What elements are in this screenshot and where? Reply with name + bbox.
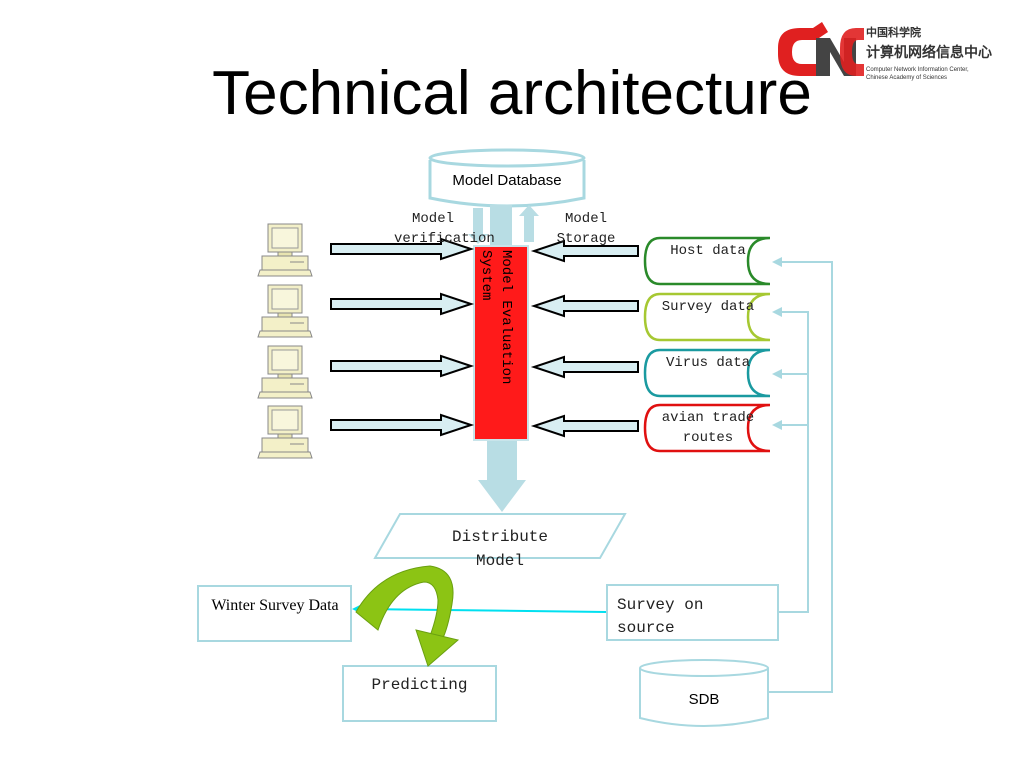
feedback-connectors — [768, 261, 833, 693]
model-verification-label: Model verification — [394, 211, 495, 247]
database-trunk — [490, 205, 512, 247]
model-evaluation-system-label-wrap: Model Evaluation System — [478, 250, 520, 440]
cnic-logo: 中国科学院 计算机网络信息中心 Computer Network Informa… — [770, 18, 1020, 88]
computer-icon — [257, 345, 313, 399]
input-arrow — [330, 293, 472, 315]
source-store-3 — [643, 403, 771, 453]
model-evaluation-system-label: Model Evaluation System — [478, 250, 514, 385]
distribute-model-shape — [373, 513, 627, 559]
survey-on-source-box — [606, 584, 779, 641]
source-store-1 — [643, 292, 771, 342]
storage-arrow — [519, 205, 539, 242]
distribute-arrow — [478, 441, 526, 512]
input-arrow — [330, 414, 472, 436]
model-storage-label: Model Storage — [556, 211, 616, 247]
sdb-label: SDB — [689, 691, 720, 708]
source-arrow — [533, 295, 639, 317]
computer-icon — [257, 405, 313, 459]
sdb-database — [639, 659, 769, 727]
source-label-0: Host data — [670, 243, 746, 259]
source-label-3: avian trade routes — [661, 410, 755, 446]
page-title: Technical architecture — [212, 59, 812, 128]
source-arrow — [533, 356, 639, 378]
verification-arrow — [468, 208, 488, 244]
computer-icon — [257, 223, 313, 277]
survey-on-source-label: Survey on source — [617, 596, 704, 637]
source-label-1: Survey data — [661, 299, 755, 315]
logo-cn-line1: 中国科学院 — [866, 26, 921, 39]
model-evaluation-system-box — [473, 245, 529, 441]
predicting-box — [342, 665, 497, 722]
logo-en-text: Computer Network Information Center, Chi… — [866, 66, 996, 82]
source-stores — [643, 236, 771, 453]
green-curved-arrow — [355, 565, 460, 667]
source-arrow — [533, 415, 639, 437]
model-database-label: Model Database — [452, 172, 561, 189]
source-store-2 — [643, 348, 771, 398]
predicting-label: Predicting — [371, 676, 468, 694]
logo-cn-line2: 计算机网络信息中心 — [866, 45, 992, 61]
logo-en-line2: Chinese Academy of Sciences — [866, 75, 948, 81]
winter-survey-data-box — [197, 585, 352, 642]
model-database — [428, 148, 586, 208]
logo-en-line1: Computer Network Information Center, — [866, 67, 969, 73]
source-store-0 — [643, 236, 771, 286]
cnc-logo-icon — [778, 22, 864, 76]
winter-survey-data-label: Winter Survey Data — [211, 597, 339, 614]
input-arrow — [330, 355, 472, 377]
computer-icon — [257, 284, 313, 338]
source-label-2: Virus data — [665, 355, 750, 371]
distribute-model-label: Distribute Model — [451, 528, 548, 570]
feedback-arrowheads — [772, 257, 782, 430]
